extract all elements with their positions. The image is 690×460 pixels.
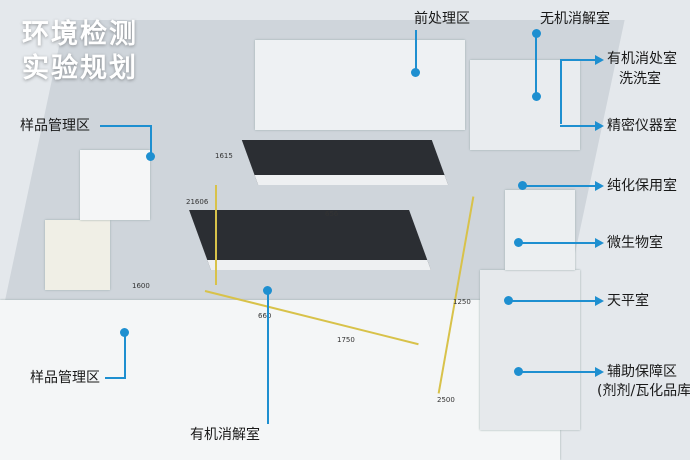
- label-sample-mgmt-bottom: 样品管理区: [30, 370, 100, 386]
- marker-dot: [146, 152, 155, 161]
- leader-line: [267, 290, 269, 424]
- arrow-icon: [595, 296, 604, 306]
- label-organic-digestion-bottom: 有机消解室: [190, 427, 260, 443]
- leader-line: [560, 59, 562, 124]
- label-purification: 纯化保用室: [607, 178, 677, 194]
- arrow-icon: [595, 55, 604, 65]
- dimension-label: 656: [325, 210, 339, 218]
- leader-line: [560, 59, 596, 61]
- arrow-icon: [595, 238, 604, 248]
- microbiology-room: [505, 190, 575, 270]
- dimension-label: 1750: [337, 336, 355, 344]
- arrow-icon: [595, 367, 604, 377]
- dimension-label: 1600: [132, 282, 150, 290]
- central-lab-bench: [189, 210, 431, 270]
- arrow-icon: [595, 121, 604, 131]
- label-pretreatment: 前处理区: [414, 11, 470, 27]
- marker-dot: [120, 328, 129, 337]
- label-auxiliary: 辅助保障区: [607, 364, 677, 380]
- label-inorganic-digestion: 无机消解室: [540, 11, 610, 27]
- leader-line: [560, 125, 596, 127]
- leader-line: [518, 371, 596, 373]
- leader-line: [105, 377, 125, 379]
- marker-dot: [263, 286, 272, 295]
- marker-dot: [411, 68, 420, 77]
- label-washing: 洗洗室: [619, 71, 661, 87]
- label-balance: 天平室: [607, 293, 649, 309]
- front-wall: [0, 300, 560, 460]
- label-microbiology: 微生物室: [607, 235, 663, 251]
- auxiliary-room: [480, 270, 580, 430]
- marker-dot: [514, 367, 523, 376]
- marker-dot: [514, 238, 523, 247]
- marker-dot: [532, 29, 541, 38]
- label-auxiliary-sub: (剂剂/瓦化品库: [597, 383, 690, 399]
- marker-dot: [532, 92, 541, 101]
- leader-line: [518, 242, 596, 244]
- dimension-label: 1615: [215, 152, 233, 160]
- inorganic-room: [470, 60, 580, 150]
- marker-dot: [504, 296, 513, 305]
- label-precision-instruments: 精密仪器室: [607, 118, 677, 134]
- instrument-bench: [241, 140, 449, 185]
- dimension-label: 660: [258, 312, 272, 320]
- leader-line: [150, 125, 152, 155]
- leader-line: [415, 30, 417, 72]
- label-organic-digestion-top: 有机消处室: [607, 51, 677, 67]
- dimension-label: 21606: [186, 198, 209, 206]
- dimension-label: 1250: [453, 298, 471, 306]
- label-sample-mgmt-top: 样品管理区: [20, 118, 90, 134]
- dimension-label: 2500: [437, 396, 455, 404]
- leader-line: [124, 332, 126, 379]
- leader-line: [100, 125, 150, 127]
- dimension-line: [215, 185, 217, 285]
- arrow-icon: [595, 181, 604, 191]
- leader-line: [522, 185, 596, 187]
- fume-hood: [80, 150, 150, 220]
- marker-dot: [518, 181, 527, 190]
- leader-line: [535, 33, 537, 95]
- sample-cabinet: [45, 220, 110, 290]
- pretreatment-room: [255, 40, 465, 130]
- leader-line: [508, 300, 596, 302]
- page-title: 环境检测 实验规划: [22, 19, 138, 84]
